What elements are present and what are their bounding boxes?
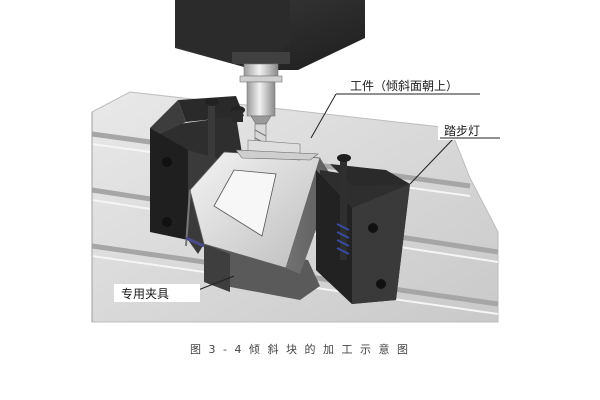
figure-caption: 图 3 - 4 倾 斜 块 的 加 工 示 意 图 xyxy=(190,342,410,356)
fixture-label: 专用夹具 xyxy=(121,286,169,301)
workpiece-label: 工件（倾斜面朝上） xyxy=(350,79,458,93)
workpiece-label-bg xyxy=(342,76,478,94)
workpiece-block xyxy=(185,139,334,300)
lamp-label: 踏步灯 xyxy=(444,124,480,138)
spindle xyxy=(239,63,283,125)
lamp-leader xyxy=(409,137,455,185)
lamp-label-bg xyxy=(438,122,508,140)
workpiece-leader xyxy=(310,93,337,139)
right-clamp xyxy=(316,154,410,304)
spindle-head xyxy=(175,0,365,70)
fixture-label-bg xyxy=(114,284,200,302)
